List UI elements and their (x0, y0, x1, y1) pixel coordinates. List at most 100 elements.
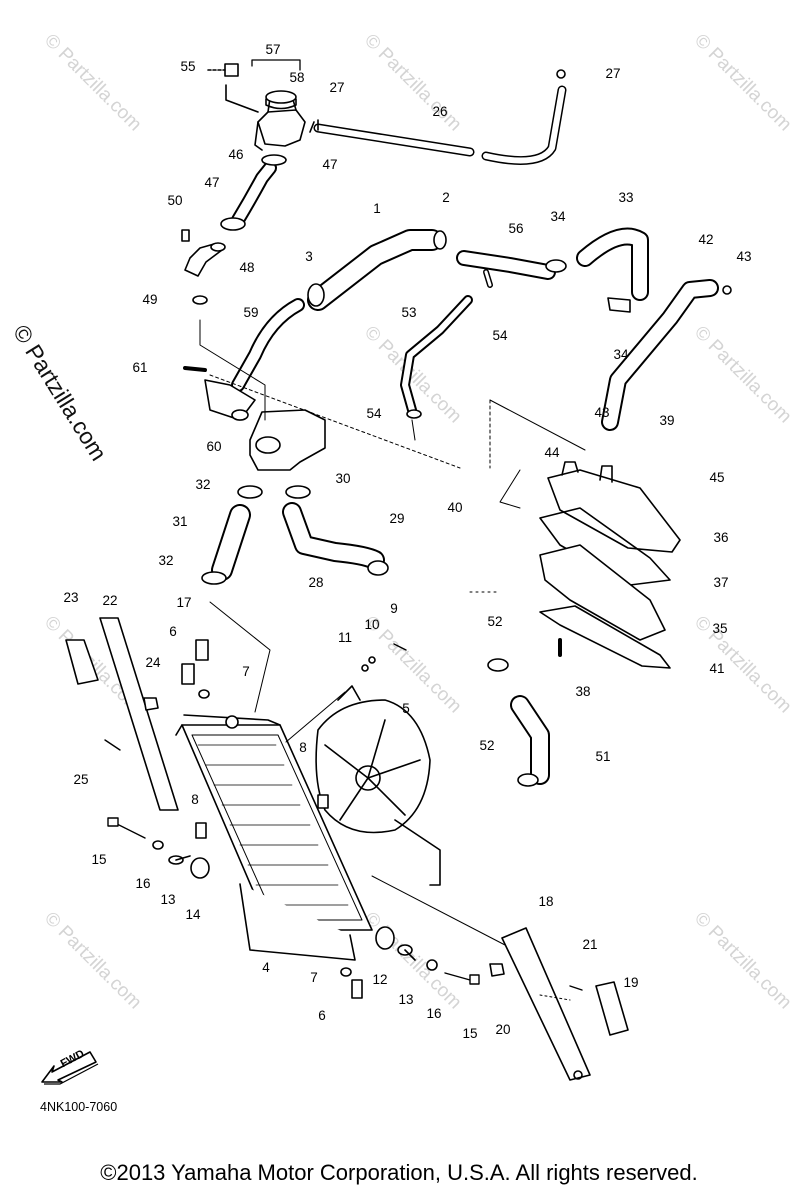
hose-part (201, 485, 263, 585)
callout-33: 33 (618, 190, 634, 205)
callout-44: 44 (544, 445, 560, 460)
callout-51: 51 (595, 749, 611, 764)
callout-43: 43 (736, 249, 752, 264)
o-ring-part (192, 295, 208, 305)
callout-39: 39 (659, 413, 675, 428)
radiator-part (175, 714, 373, 961)
hose-part (309, 69, 567, 165)
callout-28: 28 (308, 575, 324, 590)
nut-part (143, 697, 505, 977)
callout-15: 15 (91, 852, 107, 867)
pad-part (65, 639, 99, 685)
callout-38: 38 (575, 684, 591, 699)
hose-part (400, 295, 473, 419)
callout-27: 27 (605, 66, 621, 81)
drain-bolt-part (181, 639, 363, 999)
bracket-part (501, 927, 591, 1081)
bolt-part (183, 366, 207, 372)
washer-part (152, 656, 438, 977)
callout-4: 4 (262, 960, 270, 975)
callout-47: 47 (322, 157, 338, 172)
collar-part (168, 855, 416, 961)
callout-47: 47 (204, 175, 220, 190)
copyright-notice: ©2013 Yamaha Motor Corporation, U.S.A. A… (100, 1160, 698, 1185)
callout-23: 23 (63, 590, 79, 605)
callout-9: 9 (390, 601, 398, 616)
callout-40: 40 (447, 500, 463, 515)
callout-6: 6 (169, 624, 177, 639)
callout-8: 8 (299, 740, 307, 755)
callout-15: 15 (462, 1026, 478, 1041)
callout-7: 7 (242, 664, 250, 679)
callout-42: 42 (698, 232, 714, 247)
callout-41: 41 (709, 661, 725, 676)
clamp-part (517, 773, 539, 787)
bolt-part (207, 63, 239, 77)
callout-37: 37 (713, 575, 729, 590)
callout-35: 35 (712, 621, 728, 636)
callout-18: 18 (538, 894, 554, 909)
callout-53: 53 (401, 305, 417, 320)
callout-16: 16 (135, 876, 151, 891)
callout-57: 57 (265, 42, 281, 57)
bolt-part (104, 643, 583, 991)
callout-27: 27 (329, 80, 345, 95)
callout-2: 2 (442, 190, 450, 205)
callout-30: 30 (335, 471, 351, 486)
bolt-part (181, 229, 190, 242)
callout-25: 25 (73, 772, 89, 787)
gasket-part (539, 507, 671, 586)
clamp-part (487, 658, 509, 672)
callout-31: 31 (172, 514, 188, 529)
callout-46: 46 (228, 147, 244, 162)
elbow-fitting-part (184, 242, 226, 277)
callout-52: 52 (487, 614, 503, 629)
callout-32: 32 (158, 553, 174, 568)
callout-59: 59 (243, 305, 259, 320)
callout-61: 61 (132, 360, 148, 375)
callout-54: 54 (492, 328, 508, 343)
callout-16: 16 (426, 1006, 442, 1021)
callout-45: 45 (709, 470, 725, 485)
callout-6: 6 (318, 1008, 326, 1023)
callout-43: 43 (594, 405, 610, 420)
cover-part (547, 461, 681, 553)
callout-56: 56 (508, 221, 524, 236)
forward-direction-arrow: FWD (38, 1036, 108, 1093)
callout-1: 1 (373, 201, 381, 216)
hose-part (601, 279, 732, 431)
callout-22: 22 (102, 593, 118, 608)
pad-part (595, 981, 629, 1036)
callout-24: 24 (145, 655, 161, 670)
callout-34: 34 (613, 347, 629, 362)
callout-26: 26 (432, 104, 448, 119)
callout-3: 3 (305, 249, 313, 264)
fan-part (315, 685, 441, 886)
clamp-part (607, 297, 631, 313)
hose-part (231, 298, 305, 392)
callout-52: 52 (479, 738, 495, 753)
callout-8: 8 (191, 792, 199, 807)
callout-20: 20 (495, 1022, 511, 1037)
hose-part (220, 154, 287, 231)
callout-19: 19 (623, 975, 639, 990)
callout-60: 60 (206, 439, 222, 454)
callout-7: 7 (310, 970, 318, 985)
callout-32: 32 (195, 477, 211, 492)
hose-part (456, 250, 567, 288)
callout-5: 5 (402, 701, 410, 716)
callout-54: 54 (366, 406, 382, 421)
callout-48: 48 (239, 260, 255, 275)
hose-part (576, 227, 649, 301)
thermostat-housing-part (204, 379, 326, 471)
hose-part (307, 229, 447, 311)
callout-11: 11 (337, 630, 353, 645)
callout-13: 13 (398, 992, 414, 1007)
callout-12: 12 (372, 972, 388, 987)
callout-21: 21 (582, 937, 598, 952)
bracket-part (99, 617, 179, 811)
leader-lines (199, 319, 586, 1001)
callout-50: 50 (167, 193, 183, 208)
callout-17: 17 (176, 595, 192, 610)
